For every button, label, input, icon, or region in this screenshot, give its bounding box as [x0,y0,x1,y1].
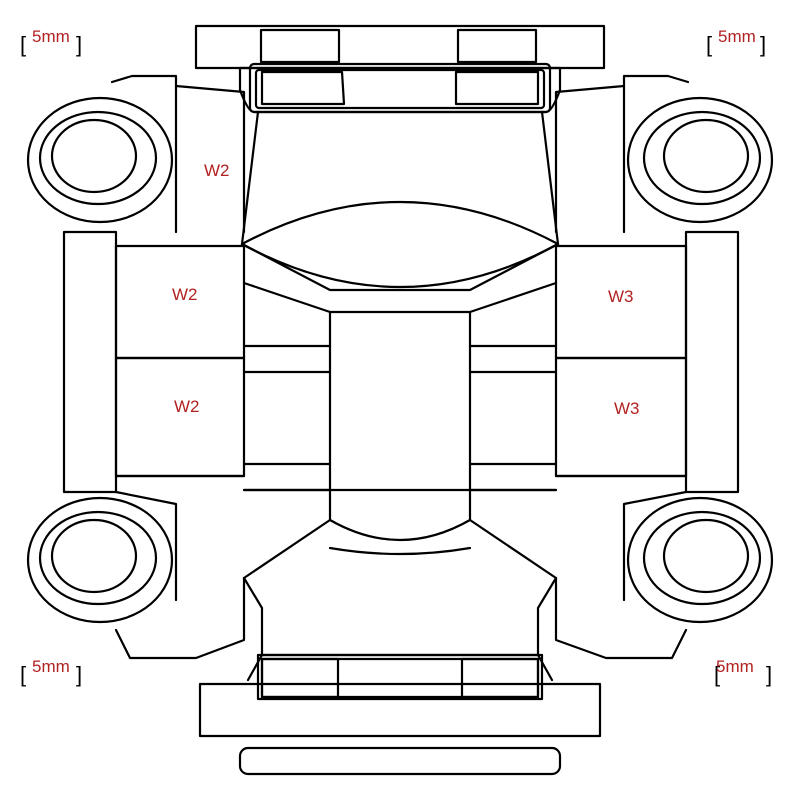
front-grille [238,62,562,114]
wheel-rear-right [626,496,774,624]
bracket-bottom-right-close: ] [766,662,773,687]
zone-label-left-front-fender: W2 [204,161,230,180]
rear-lights [256,653,544,701]
license-plate [238,746,562,776]
rear-bumper [198,682,602,738]
scale-label-top-left: 5mm [32,27,70,46]
wheel-front-right [626,96,774,224]
scale-label-bottom-right: 5mm [716,657,754,676]
bracket-top-left: [ [20,32,27,57]
trunk [242,576,558,682]
zone-label-left-front-door: W2 [172,285,198,304]
bracket-bottom-left-close: ] [76,662,83,687]
wheel-rear-left [26,496,174,624]
wheel-front-left [26,96,174,224]
bracket-top-right-close: ] [760,32,767,57]
bracket-bottom-right: [ [714,662,721,687]
zone-label-left-rear-door: W2 [174,397,200,416]
bracket-bottom-left: [ [20,662,27,687]
zone-label-right-rear-door: W3 [614,399,640,418]
bracket-top-right: [ [706,32,713,57]
scale-label-top-right: 5mm [718,27,756,46]
scale-label-bottom-left: 5mm [32,657,70,676]
left-side [62,74,246,660]
hood [240,110,560,288]
zone-label-right-front-door: W3 [608,287,634,306]
bracket-top-left-close: ] [76,32,83,57]
cabin-roof [240,242,560,580]
right-side [554,74,740,660]
front-bumper [194,24,606,70]
